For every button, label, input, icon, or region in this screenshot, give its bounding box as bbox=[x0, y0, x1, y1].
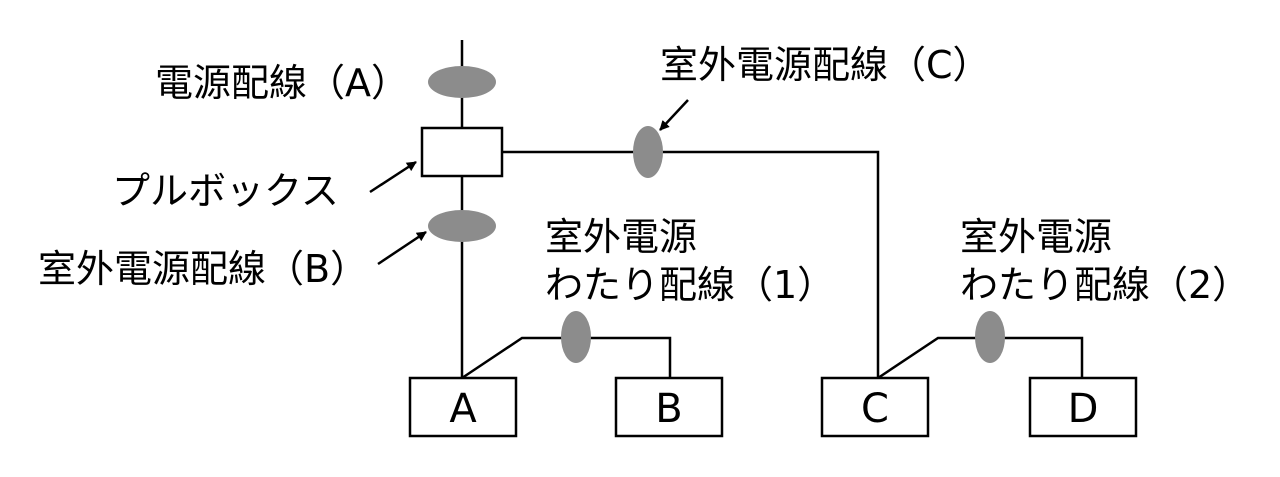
unit-a-box bbox=[408, 376, 518, 438]
crossover-wiring-2-line bbox=[877, 336, 1084, 380]
unit-a-label: A bbox=[449, 386, 477, 432]
unit-c-box bbox=[820, 376, 930, 438]
power-wiring-a-label: 電源配線（A） bbox=[155, 61, 409, 105]
crossover-wiring-2-label-line2: わたり配線（2） bbox=[960, 263, 1250, 307]
outdoor-power-wiring-c-bundle bbox=[633, 126, 663, 178]
pull-box-arrow bbox=[369, 160, 417, 194]
power-wiring-a-bundle bbox=[428, 66, 496, 98]
unit-b-box bbox=[614, 376, 724, 438]
outdoor-power-wiring-b-bundle bbox=[428, 210, 496, 242]
pull-box bbox=[420, 126, 504, 178]
outdoor-power-wiring-c-label: 室外電源配線（C） bbox=[660, 43, 991, 87]
outdoor-power-wiring-c-line bbox=[502, 150, 880, 378]
outdoor-power-wiring-b-label: 室外電源配線（B） bbox=[38, 247, 368, 291]
unit-c-label: C bbox=[861, 386, 889, 432]
crossover-wiring-1-label-line1: 室外電源 bbox=[545, 215, 697, 259]
crossover-wiring-1-line bbox=[461, 336, 672, 380]
unit-b-label: B bbox=[655, 386, 682, 432]
unit-d-label: D bbox=[1068, 386, 1099, 432]
crossover-wiring-2-label-line1: 室外電源 bbox=[960, 215, 1112, 259]
crossover-wiring-1-bundle bbox=[561, 311, 591, 363]
outdoor-power-wiring-b-arrow bbox=[377, 230, 427, 266]
pull-box-label: プルボックス bbox=[112, 169, 339, 213]
crossover-wiring-1-label-line2: わたり配線（1） bbox=[545, 263, 835, 307]
unit-d-box bbox=[1028, 376, 1138, 438]
outdoor-power-wiring-c-arrow bbox=[659, 99, 689, 131]
crossover-wiring-2-bundle bbox=[975, 311, 1005, 363]
